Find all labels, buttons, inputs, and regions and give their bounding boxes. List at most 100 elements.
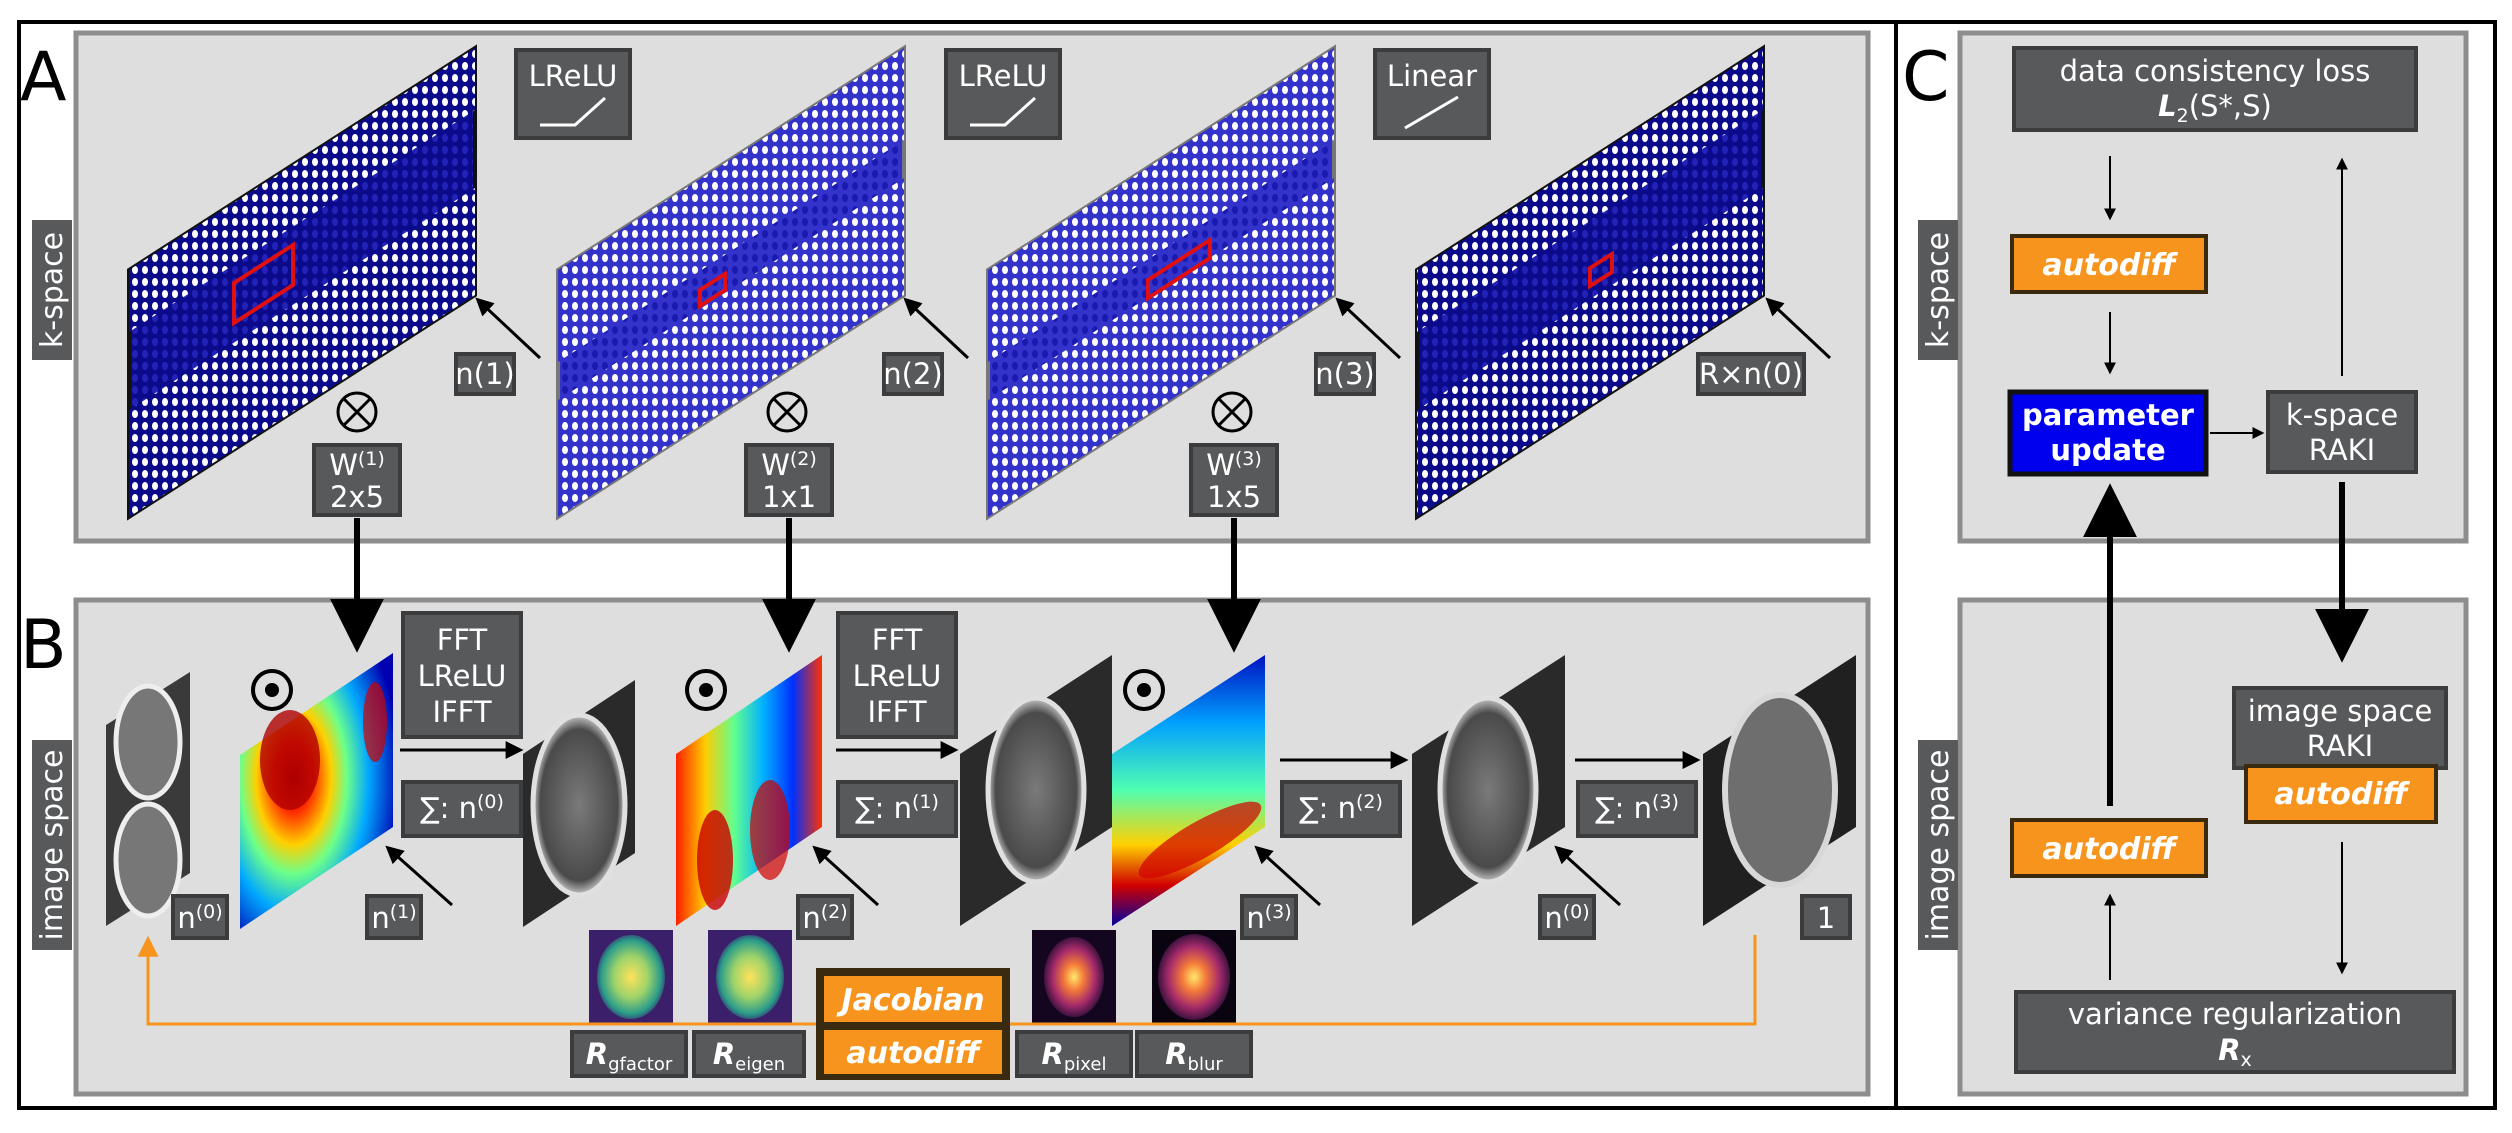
side-label-bg bbox=[1918, 740, 1958, 950]
image-channel-3: n(3) bbox=[1240, 845, 1322, 940]
svg-text:n(0): n(0) bbox=[177, 901, 222, 935]
weight-box-1: W(1) 2x5 bbox=[312, 443, 402, 517]
jacobian-block: Jacobian autodiff bbox=[816, 968, 1010, 1080]
svg-text:L2(S*,S): L2(S*,S) bbox=[2158, 89, 2272, 127]
panel-letter-a: A bbox=[20, 38, 67, 117]
panel-letter-b: B bbox=[20, 606, 67, 685]
kernel-map-1 bbox=[240, 653, 393, 929]
autodiff-left: autodiff bbox=[2010, 818, 2208, 878]
sum-box-1: ∑: n(1) bbox=[836, 780, 958, 838]
image-raki-box: image space RAKI bbox=[2232, 686, 2448, 770]
conv-op-2 bbox=[766, 391, 808, 433]
svg-text:data consistency loss: data consistency loss bbox=[2060, 54, 2371, 88]
svg-text:∑: n(2): ∑: n(2) bbox=[1299, 791, 1383, 825]
conv-op-1 bbox=[336, 391, 378, 433]
svg-text:k-space: k-space bbox=[2286, 398, 2398, 432]
svg-text:autodiff: autodiff bbox=[2042, 832, 2178, 867]
kspace-grid-1 bbox=[127, 44, 477, 521]
image-channel-2: n(2) bbox=[796, 845, 880, 940]
svg-text:image space: image space bbox=[2248, 694, 2433, 728]
sum-box-3: ∑: n(3) bbox=[1576, 780, 1698, 838]
brain-image-3 bbox=[1412, 655, 1565, 926]
svg-text:LReLU: LReLU bbox=[529, 59, 618, 93]
kernel-map-2 bbox=[676, 655, 822, 926]
svg-text:Reigen: Reigen bbox=[713, 1037, 785, 1075]
hadamard-op-2 bbox=[685, 669, 727, 711]
svg-text:Rx: Rx bbox=[2218, 1033, 2252, 1071]
side-label-image-b: image space bbox=[35, 750, 70, 941]
autodiff-right: autodiff bbox=[2244, 764, 2438, 824]
side-label-image-c: image space bbox=[1921, 750, 1956, 941]
svg-text:RAKI: RAKI bbox=[2307, 729, 2373, 763]
svg-text:parameter: parameter bbox=[2022, 398, 2195, 432]
reg-label-blur: Rblur bbox=[1135, 1030, 1253, 1078]
svg-text:RAKI: RAKI bbox=[2309, 433, 2375, 467]
svg-text:autodiff: autodiff bbox=[2042, 248, 2178, 283]
side-label-kspace-c: k-space bbox=[1921, 232, 1956, 348]
variance-box: variance regularization Rx bbox=[2014, 990, 2456, 1074]
svg-text:n(1): n(1) bbox=[455, 357, 514, 391]
activation-box-3: Linear bbox=[1373, 48, 1491, 140]
grid-channel-3: n(3) bbox=[1314, 297, 1402, 396]
weight-box-3: W(3) 1x5 bbox=[1189, 443, 1279, 517]
svg-text:n(2): n(2) bbox=[802, 901, 847, 935]
panel-letter-c: C bbox=[1902, 38, 1949, 117]
side-label-bg bbox=[32, 740, 72, 950]
grid-channel-4: R×n(0) bbox=[1696, 297, 1832, 396]
figure-frame bbox=[17, 20, 2497, 1110]
svg-text:LReLU: LReLU bbox=[418, 659, 507, 693]
conv-op-3 bbox=[1211, 391, 1253, 433]
svg-text:variance regularization: variance regularization bbox=[2068, 997, 2402, 1031]
weight-box-2: W(2) 1x1 bbox=[744, 443, 834, 517]
svg-text:FFT: FFT bbox=[872, 623, 923, 657]
kspace-grid-4 bbox=[1415, 44, 1765, 521]
svg-text:∑: n(3): ∑: n(3) bbox=[1595, 791, 1679, 825]
side-label-kspace-a: k-space bbox=[35, 232, 70, 348]
image-channel-5: 1 bbox=[1800, 894, 1852, 940]
grid-channel-2: n(2) bbox=[882, 297, 970, 396]
reg-label-pixel: Rpixel bbox=[1015, 1030, 1133, 1078]
svg-text:W(1): W(1) bbox=[329, 448, 385, 482]
pixel-map bbox=[1032, 930, 1116, 1024]
autodiff-top: autodiff bbox=[2010, 234, 2208, 294]
image-channel-4: n(0) bbox=[1538, 845, 1622, 940]
activation-box-1: LReLU bbox=[514, 48, 632, 140]
eigen-map bbox=[708, 930, 792, 1024]
gfactor-map bbox=[589, 930, 673, 1024]
svg-text:Rblur: Rblur bbox=[1165, 1037, 1223, 1075]
side-label-bg bbox=[1918, 220, 1958, 360]
reg-label-gfactor: Rgfactor bbox=[570, 1030, 688, 1078]
svg-text:∑: n(0): ∑: n(0) bbox=[420, 791, 504, 825]
sum-box-0: ∑: n(0) bbox=[401, 780, 523, 838]
svg-text:Rpixel: Rpixel bbox=[1042, 1037, 1107, 1075]
reg-label-eigen: Reigen bbox=[692, 1030, 806, 1078]
svg-text:LReLU: LReLU bbox=[959, 59, 1048, 93]
kspace-grid-2 bbox=[556, 44, 906, 521]
svg-text:autodiff: autodiff bbox=[2274, 777, 2410, 812]
svg-text:R×n(0): R×n(0) bbox=[1699, 357, 1803, 391]
image-channel-1: n(1) bbox=[365, 845, 453, 940]
grid-channel-1: n(1) bbox=[454, 297, 542, 396]
svg-text:Linear: Linear bbox=[1387, 59, 1477, 93]
fft-box-2: FFT LReLU IFFT bbox=[836, 611, 958, 739]
output-image bbox=[1703, 655, 1856, 926]
kspace-grid-3 bbox=[986, 44, 1336, 521]
svg-text:LReLU: LReLU bbox=[853, 659, 942, 693]
activation-box-2: LReLU bbox=[944, 48, 1062, 140]
hadamard-op-3 bbox=[1123, 669, 1165, 711]
svg-text:∑: n(1): ∑: n(1) bbox=[855, 791, 939, 825]
svg-text:IFFT: IFFT bbox=[867, 695, 926, 729]
svg-text:IFFT: IFFT bbox=[432, 695, 491, 729]
side-label-bg bbox=[32, 220, 72, 360]
svg-text:autodiff: autodiff bbox=[846, 1036, 982, 1071]
svg-text:1x1: 1x1 bbox=[762, 480, 816, 514]
svg-text:1: 1 bbox=[1817, 901, 1835, 935]
blur-map bbox=[1152, 930, 1236, 1024]
loss-box: data consistency loss L2(S*,S) bbox=[2012, 46, 2418, 132]
brain-image-1 bbox=[523, 680, 635, 927]
hadamard-op-1 bbox=[251, 669, 293, 711]
fft-box-1: FFT LReLU IFFT bbox=[401, 611, 523, 739]
kspace-raki-box: k-space RAKI bbox=[2266, 390, 2418, 474]
svg-text:2x5: 2x5 bbox=[330, 480, 384, 514]
